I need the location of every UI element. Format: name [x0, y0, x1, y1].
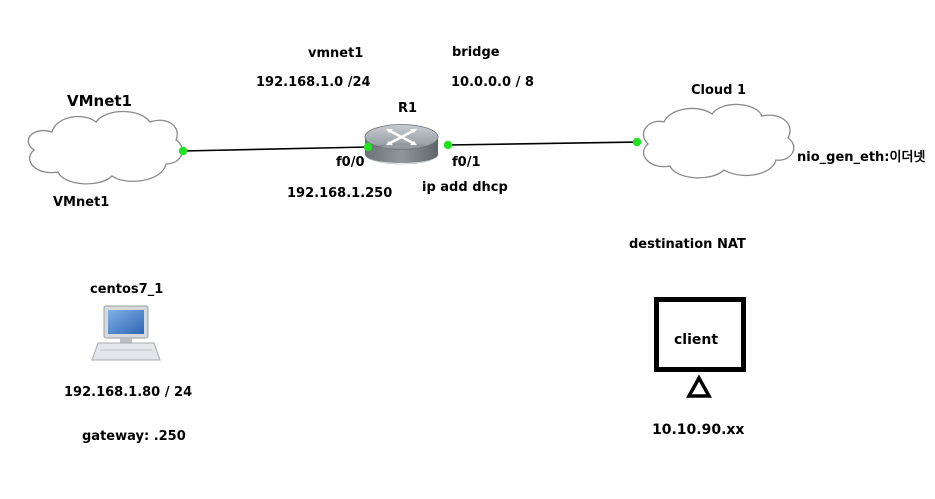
- router-r1-icon[interactable]: [364, 124, 439, 165]
- host-name: centos7_1: [90, 282, 164, 297]
- cloud1-title: Cloud 1: [691, 83, 747, 98]
- vmnet1-cloud-icon[interactable]: [27, 110, 183, 185]
- client-label: client: [674, 332, 719, 348]
- client-triangle-icon: [686, 374, 712, 398]
- router-port-left: f0/0: [336, 155, 365, 170]
- router-name: R1: [398, 101, 418, 116]
- destination-nat-note: destination NAT: [629, 237, 746, 252]
- left-network-subnet: 192.168.1.0 /24: [256, 75, 371, 90]
- link-vmnet1-r1: [182, 146, 369, 152]
- port-dot-r1-f0-1[interactable]: [443, 140, 453, 150]
- port-dot-cloud1[interactable]: [632, 137, 642, 147]
- cloud1-icon[interactable]: [642, 103, 795, 179]
- vmnet1-cloud-title: VMnet1: [67, 92, 132, 110]
- router-port-right: f0/1: [452, 155, 481, 170]
- cloud1-caption: nio_gen_eth:이더넷: [797, 150, 926, 165]
- left-network-name: vmnet1: [308, 46, 364, 61]
- host-ip: 192.168.1.80 / 24: [64, 385, 193, 400]
- client-ip: 10.10.90.xx: [652, 422, 745, 438]
- centos-computer-icon[interactable]: [91, 305, 161, 361]
- port-dot-vmnet1[interactable]: [178, 146, 188, 156]
- right-network-subnet: 10.0.0.0 / 8: [451, 75, 534, 90]
- vmnet1-cloud-caption: VMnet1: [53, 195, 110, 210]
- router-right-ip: ip add dhcp: [422, 180, 508, 195]
- link-r1-cloud1: [447, 141, 638, 146]
- host-gateway: gateway: .250: [82, 429, 186, 444]
- right-network-name: bridge: [452, 45, 500, 60]
- client-box[interactable]: [654, 297, 746, 372]
- port-dot-r1-f0-0[interactable]: [363, 142, 373, 152]
- router-left-ip: 192.168.1.250: [287, 186, 393, 201]
